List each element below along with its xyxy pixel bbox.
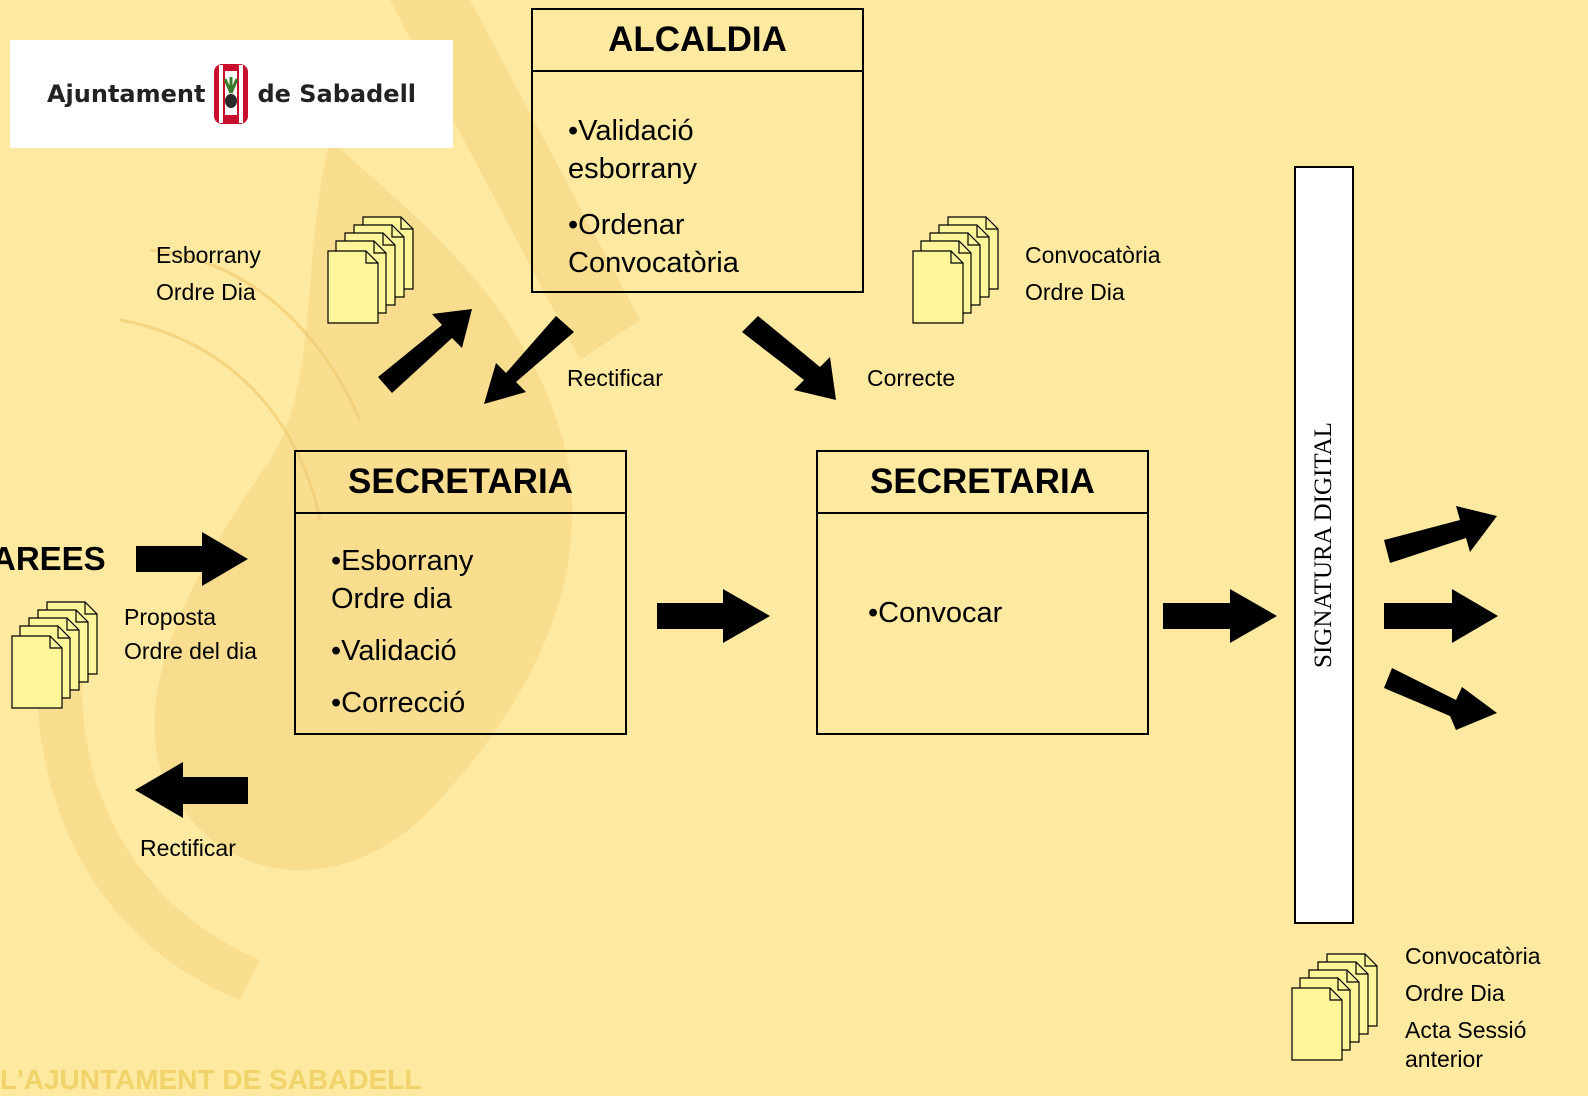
arrow-correcte-down-icon	[742, 316, 836, 400]
secretaria-box-2: SECRETARIA •Convocar	[816, 450, 1149, 735]
document-stack-esborrany-icon	[327, 216, 414, 324]
alcaldia-item-ordenar: •Ordenar Convocatòria	[568, 209, 739, 279]
document-stack-proposta-icon	[11, 601, 98, 709]
signatura-digital-bar: SIGNATURA DIGITAL	[1294, 166, 1354, 924]
final-label-line4: anterior	[1405, 1046, 1483, 1072]
document-stack-final-icon	[1291, 953, 1378, 1061]
sabadell-shield-icon	[214, 64, 249, 124]
alcaldia-title: ALCALDIA	[533, 10, 862, 72]
esborrany-label-line2: Ordre Dia	[156, 279, 256, 305]
rectificar-bottom-label: Rectificar	[140, 835, 236, 861]
arrow-up-to-alcaldia-icon	[378, 309, 472, 393]
final-label-line2: Ordre Dia	[1405, 980, 1505, 1006]
secretaria-1-item-esborrany: •Esborrany Ordre dia	[331, 545, 474, 615]
correcte-label: Correcte	[867, 365, 956, 391]
secretaria-1-title: SECRETARIA	[296, 452, 625, 514]
secretaria-box-1: SECRETARIA •Esborrany Ordre dia •Validac…	[294, 450, 627, 735]
esborrany-label-line1: Esborrany	[156, 242, 261, 268]
arrow-areas-to-secretaria-icon	[136, 532, 248, 586]
logo: Ajuntament de Sabadell	[10, 40, 453, 148]
secretaria-2-item-convocar: •Convocar	[868, 597, 1003, 629]
document-stack-convocatoria-icon	[912, 216, 999, 324]
rectificar-top-label: Rectificar	[567, 365, 663, 391]
convocatoria-label-line2: Ordre Dia	[1025, 279, 1125, 305]
proposta-label: Proposta Ordre del dia	[124, 600, 257, 668]
final-label-line3: Acta Sessió	[1405, 1017, 1527, 1043]
logo-text-right: de Sabadell	[257, 80, 417, 108]
alcaldia-item-validacio: •Validació esborrany	[568, 115, 697, 185]
proposta-label-line2: Ordre del dia	[124, 638, 257, 664]
esborrany-label: Esborrany Ordre Dia	[156, 237, 261, 311]
secretaria-1-item-correccio: •Correcció	[331, 687, 466, 719]
logo-text-left: Ajuntament	[46, 80, 206, 108]
arrow-secretaria-to-signature-icon	[1163, 589, 1277, 643]
arrow-secretaria-to-secretaria-icon	[657, 589, 770, 643]
arrow-rectificar-down-icon	[484, 316, 574, 404]
proposta-label-line1: Proposta	[124, 604, 217, 630]
secretaria-1-item-validacio: •Validació	[331, 635, 457, 667]
alcaldia-box: ALCALDIA •Validació esborrany •Ordenar C…	[531, 8, 864, 293]
arrow-output-up-icon	[1384, 506, 1497, 563]
arrow-output-middle-icon	[1384, 589, 1498, 643]
arrow-output-down-icon	[1384, 668, 1497, 730]
final-label-line1: Convocatòria	[1405, 943, 1541, 969]
final-docs-label: Convocatòria Ordre Dia Acta Sessió anter…	[1405, 938, 1541, 1072]
convocatoria-label: Convocatòria Ordre Dia	[1025, 237, 1161, 311]
convocatoria-label-line1: Convocatòria	[1025, 242, 1161, 268]
areas-label: AREES	[0, 540, 106, 577]
arrow-rectificar-back-icon	[135, 762, 248, 818]
secretaria-2-title: SECRETARIA	[818, 452, 1147, 514]
